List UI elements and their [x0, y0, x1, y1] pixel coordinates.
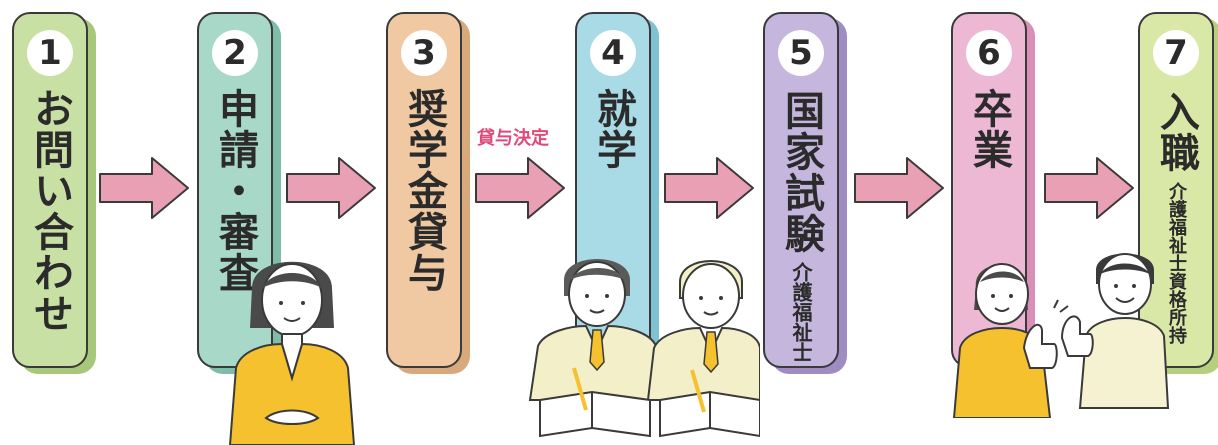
step-5-sub-label: 介護福祉士: [789, 262, 813, 362]
step-6-number: 6: [966, 30, 1012, 76]
step-2-number: 2: [212, 30, 258, 76]
step-3: 3 奨学金貸与: [386, 12, 470, 374]
arrow-right-icon: [99, 157, 189, 219]
step-2-label: 申請・審査: [212, 88, 258, 293]
step-7-card: 7 入職 介護福祉士資格所持: [1138, 12, 1214, 368]
step-7-number: 7: [1153, 30, 1199, 76]
step-6-label: 卒業: [966, 88, 1012, 170]
students-studying-illustration: [528, 259, 760, 438]
step-1: 1 お問い合わせ: [12, 12, 96, 374]
arrow-right-icon: [1044, 157, 1134, 219]
step-5: 5 国家試験 介護福祉士: [763, 12, 847, 374]
thumbs-up-people-illustration: [952, 253, 1170, 418]
step-7-label: 入職: [1153, 91, 1199, 173]
step-3-number: 3: [401, 30, 447, 76]
loan-decision-note: 貸与決定: [477, 128, 549, 149]
arrow-right-icon: [475, 157, 565, 219]
step-7: 7 入職 介護福祉士資格所持: [1138, 12, 1218, 374]
step-1-number: 1: [27, 30, 73, 76]
step-5-number: 5: [778, 30, 824, 76]
step-5-label: 国家試験: [778, 90, 824, 254]
step-5-card: 5 国家試験 介護福祉士: [763, 12, 839, 368]
arrow-right-icon: [854, 157, 944, 219]
arrow-right-icon: [286, 157, 376, 219]
step-2: 2 申請・審査: [197, 12, 281, 374]
step-3-label: 奨学金貸与: [401, 88, 447, 293]
step-4-label: 就学: [590, 88, 636, 170]
step-3-card: 3 奨学金貸与: [386, 12, 462, 368]
step-1-card: 1 お問い合わせ: [12, 12, 88, 368]
step-4-number: 4: [590, 30, 636, 76]
step-7-sub-label: 介護福祉士資格所持: [1166, 182, 1187, 344]
step-1-label: お問い合わせ: [27, 88, 73, 334]
arrow-right-icon: [664, 157, 754, 219]
woman-in-suit-illustration: [228, 261, 356, 445]
